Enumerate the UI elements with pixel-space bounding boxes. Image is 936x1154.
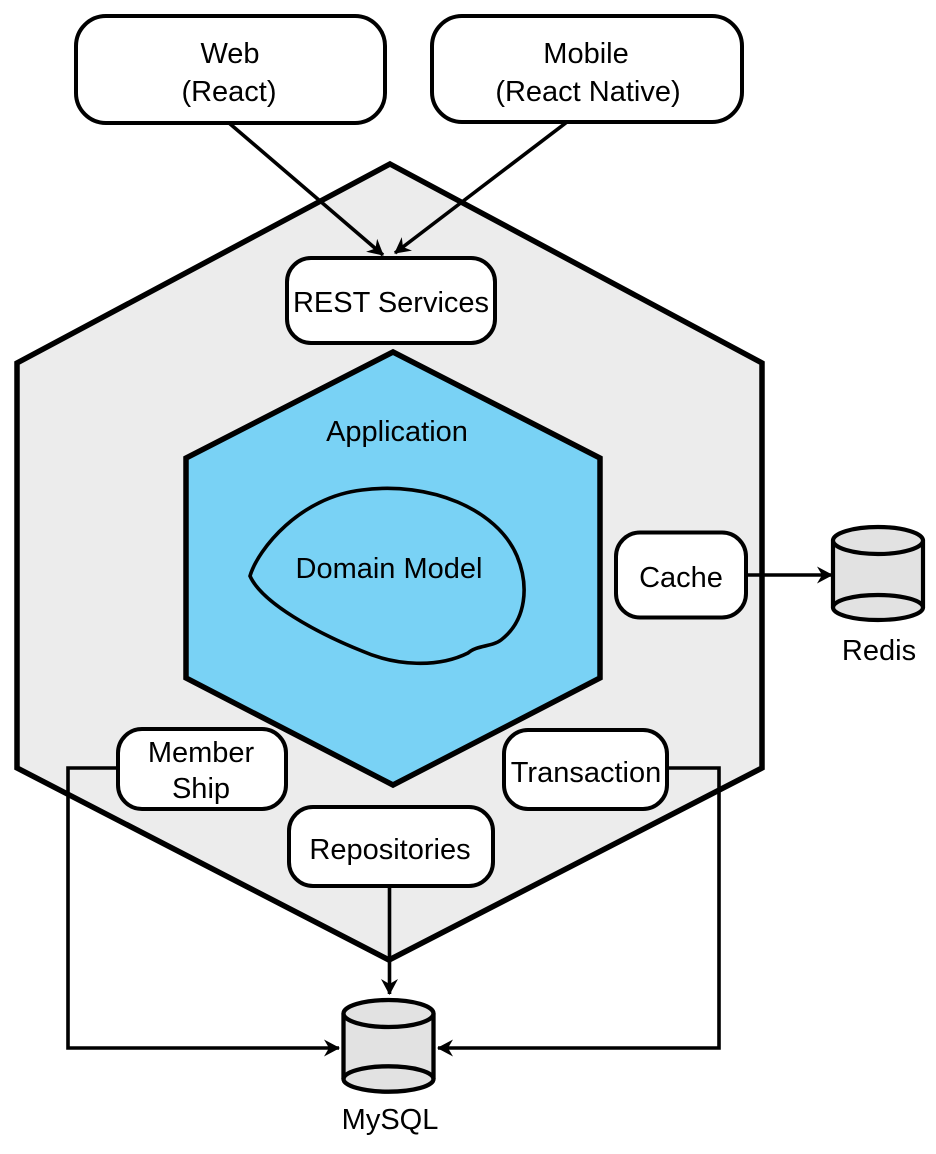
- svg-text:Member: Member: [148, 737, 255, 769]
- svg-text:Repositories: Repositories: [309, 834, 470, 866]
- svg-text:Mobile: Mobile: [543, 38, 628, 70]
- svg-text:Ship: Ship: [172, 773, 230, 805]
- svg-text:Domain Model: Domain Model: [296, 553, 483, 585]
- svg-text:Application: Application: [326, 416, 468, 448]
- svg-text:(React): (React): [181, 76, 276, 108]
- svg-text:Cache: Cache: [639, 562, 723, 594]
- svg-text:(React Native): (React Native): [495, 76, 680, 108]
- svg-text:MySQL: MySQL: [342, 1104, 439, 1136]
- svg-text:Web: Web: [200, 38, 259, 70]
- svg-text:Transaction: Transaction: [511, 757, 661, 789]
- svg-text:Redis: Redis: [842, 635, 916, 667]
- svg-text:REST Services: REST Services: [293, 287, 489, 319]
